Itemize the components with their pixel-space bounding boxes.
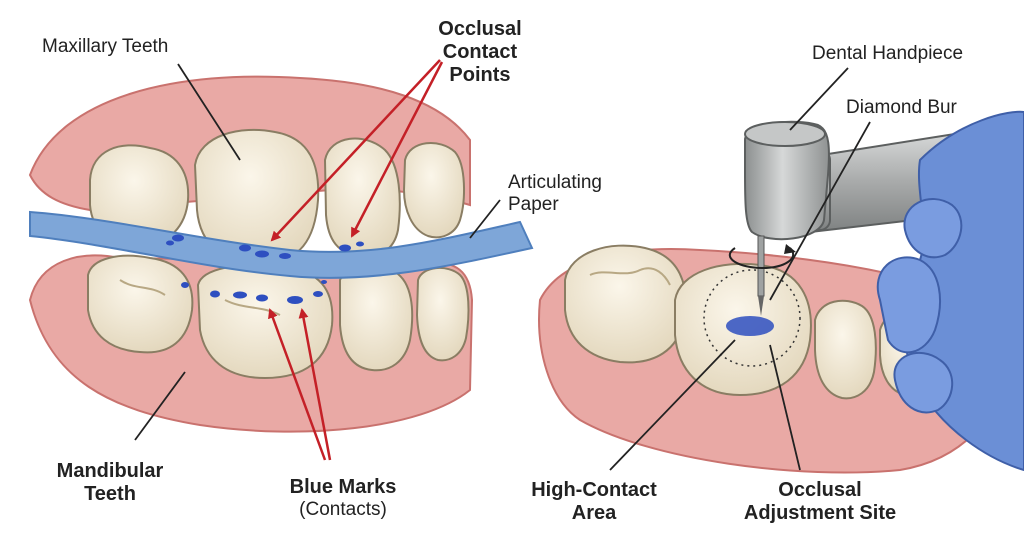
- dental-handpiece-text: Dental Handpiece: [812, 43, 964, 64]
- articulating-paper-strip: [29, 210, 534, 279]
- articulating-paper-label: Articulating Paper: [508, 172, 602, 216]
- blue-marks-subtext: (Contacts): [299, 499, 387, 520]
- adjustment-dotted-circle: [703, 269, 801, 367]
- high-contact-leader: [609, 339, 736, 471]
- glove-finger-3: [893, 351, 954, 414]
- handpiece-cap: [744, 121, 826, 147]
- mandibular-teeth-label: Mandibular Teeth: [57, 460, 164, 506]
- glove-finger-1: [876, 256, 941, 354]
- contact-arrow-1: [270, 59, 441, 242]
- maxillary-teeth-label: Maxillary Teeth: [42, 36, 168, 58]
- high-contact-area-label: High-Contact Area: [531, 479, 657, 525]
- mandibular-teeth-line-1: Mandibular: [56, 460, 164, 482]
- lower-tooth-1: [87, 254, 194, 354]
- right-scene: [538, 67, 1024, 474]
- occlusal-contact-points-label: Occlusal Contact Points: [438, 18, 521, 87]
- dental-handpiece-label: Dental Handpiece: [812, 43, 963, 65]
- mandibular-leader: [134, 371, 186, 441]
- lower-blue-marks: [181, 280, 327, 304]
- marks-arrow-1: [268, 308, 327, 461]
- rotation-arrow: [728, 247, 795, 270]
- maxillary-teeth-text: Maxillary Teeth: [42, 36, 169, 57]
- molar-fissure: [589, 267, 671, 286]
- occlusal-adjustment-site-label: Occlusal Adjustment Site: [744, 479, 896, 525]
- maxillary-leader: [177, 63, 241, 161]
- contact-arrow-2: [350, 61, 444, 238]
- gloved-hand: [876, 110, 1024, 472]
- rotation-arrowhead: [784, 244, 796, 254]
- diamond-bur-label: Diamond Bur: [846, 97, 957, 119]
- high-contact-line-2: Area: [571, 502, 617, 524]
- glove-finger-2: [903, 198, 963, 259]
- high-contact-line-1: High-Contact: [531, 479, 657, 501]
- adjustment-site-line-2: Adjustment Site: [743, 502, 897, 524]
- handpiece-leader: [789, 67, 849, 131]
- bur-tip: [758, 296, 764, 316]
- mandibular-teeth: [87, 254, 470, 380]
- paper-leader: [469, 199, 501, 239]
- diamond-bur-text: Diamond Bur: [846, 97, 957, 118]
- occlusal-contact-line-1: Occlusal: [438, 18, 522, 40]
- articulating-paper-line-1: Articulating: [508, 172, 602, 193]
- upper-tooth-4: [402, 141, 466, 239]
- maxillary-teeth: [89, 128, 466, 266]
- articulating-paper-line-2: Paper: [508, 193, 559, 215]
- mandibular-teeth-line-2: Teeth: [84, 483, 136, 505]
- adjustment-site-leader: [769, 344, 801, 471]
- front-tooth-1: [814, 299, 877, 400]
- lower-tooth-4: [415, 267, 470, 362]
- blue-marks-text: Blue Marks: [289, 476, 397, 498]
- occlusal-contact-line-3: Points: [449, 64, 511, 86]
- upper-tooth-3: [323, 137, 401, 258]
- high-contact-blue-mark: [726, 316, 774, 336]
- marks-arrow-2: [298, 308, 332, 461]
- right-molar-back: [564, 244, 687, 364]
- lower-tooth-3: [339, 265, 414, 372]
- blue-marks-label: Blue Marks (Contacts): [290, 476, 397, 521]
- upper-blue-marks: [166, 234, 364, 259]
- adjustment-site-line-1: Occlusal: [778, 479, 862, 501]
- occlusal-contact-line-2: Contact: [442, 41, 518, 63]
- bur-leader: [769, 121, 871, 301]
- diamond-bur: [757, 235, 765, 297]
- left-scene: [28, 59, 534, 461]
